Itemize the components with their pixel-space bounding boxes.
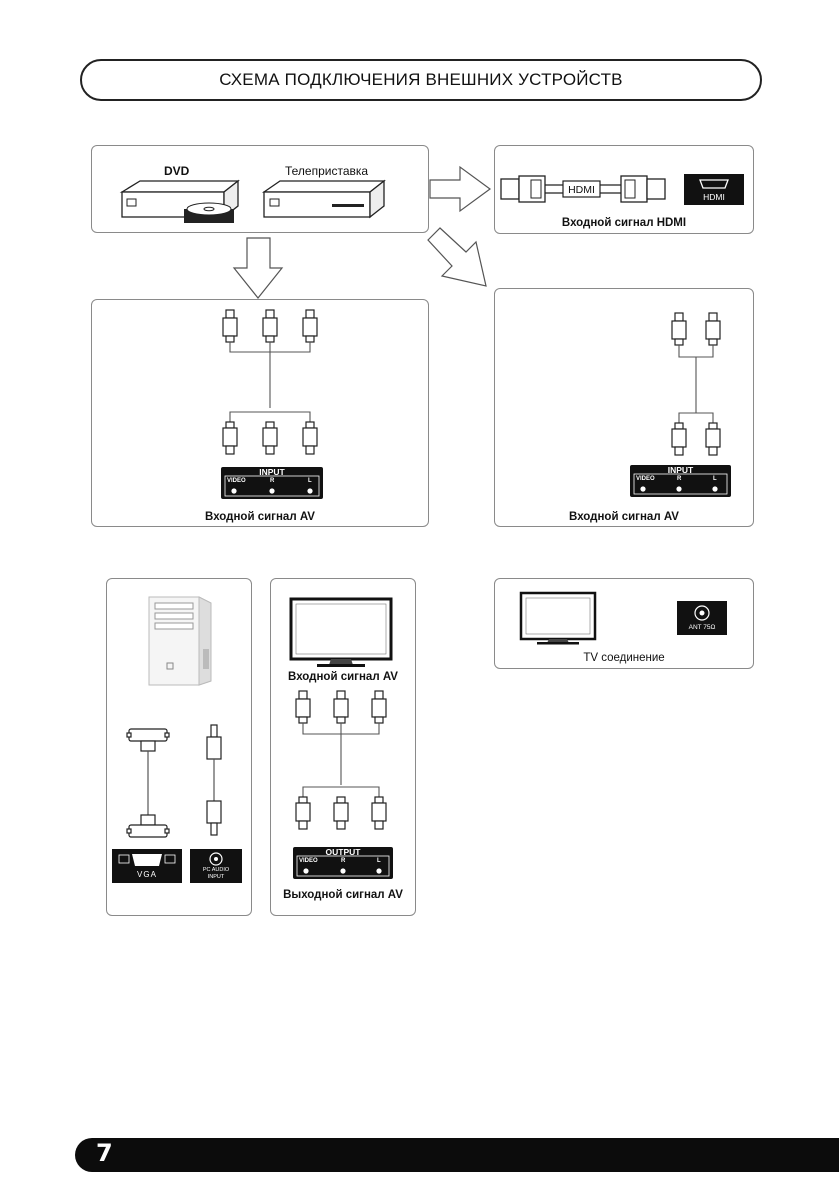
av-out-port-video: VIDEO	[299, 858, 318, 864]
rca-plug-icon	[371, 690, 387, 724]
hdmi-cable-label: HDMI	[568, 184, 595, 196]
rca-plug-icon	[333, 796, 349, 830]
rca-plug-icon	[705, 422, 721, 456]
source-devices-drawing	[119, 179, 386, 223]
rca-plug-icon	[671, 312, 687, 346]
av-input-port-panel	[221, 467, 323, 499]
stb-label: Телеприставка	[285, 164, 369, 178]
page-title: СХЕМА ПОДКЛЮЧЕНИЯ ВНЕШНИХ УСТРОЙСТВ	[80, 59, 762, 101]
vga-port-icon	[112, 849, 182, 883]
tv-antenna-drawing	[519, 591, 727, 645]
hdmi-port-icon	[684, 174, 744, 205]
pc-audio-label: PC AUDIO	[202, 867, 230, 873]
vga-label: VGA	[137, 870, 157, 879]
av-caption-left: Входной сигнал AV	[205, 511, 315, 523]
av-output-title: OUTPUT	[325, 847, 361, 857]
av-out-port-l: L	[377, 858, 381, 864]
vga-cable-icon	[126, 728, 170, 838]
av-cable-drawing-left	[221, 309, 323, 499]
rca-plug-icon	[302, 309, 318, 343]
page-number: 7	[96, 1139, 113, 1167]
arrow-diagonal-icon	[427, 227, 487, 287]
rca-plug-icon	[262, 309, 278, 343]
tv-icon	[519, 591, 597, 645]
rca-plug-icon	[262, 421, 278, 455]
tv-antenna-panel: ANT 75Ω TV соединение	[494, 578, 754, 669]
page-title-text: СХЕМА ПОДКЛЮЧЕНИЯ ВНЕШНИХ УСТРОЙСТВ	[219, 70, 623, 89]
rca-plug-icon	[705, 312, 721, 346]
av-output-drawing	[289, 597, 393, 879]
rca-plug-icon	[222, 421, 238, 455]
av-output-panel: Входной сигнал AV OUTPUT VIDEO R L Выход…	[270, 578, 416, 916]
rca-plug-icon	[333, 690, 349, 724]
av-out-port-r: R	[341, 858, 346, 864]
dvd-player-icon	[119, 179, 240, 223]
av-output-top-caption: Входной сигнал AV	[288, 671, 398, 683]
av-port-video-right: VIDEO	[636, 476, 655, 482]
audio-cable-icon	[206, 724, 222, 836]
av-port-l-right: L	[713, 476, 717, 482]
hdmi-drawing: HDMI HDMI	[500, 174, 744, 205]
rca-plug-icon	[671, 422, 687, 456]
footer-bar	[75, 1138, 839, 1172]
pc-drawing	[112, 596, 242, 883]
rca-plug-icon	[295, 796, 311, 830]
rca-plug-icon	[371, 796, 387, 830]
rca-plug-icon	[302, 421, 318, 455]
hdmi-panel: HDMI HDMI Входной сигнал HDMI	[494, 145, 754, 234]
antenna-port-icon	[677, 601, 727, 635]
rca-plug-icon	[222, 309, 238, 343]
source-devices-panel: DVD Телеприставка	[91, 145, 429, 233]
tv-icon	[289, 597, 393, 667]
hdmi-port-label: HDMI	[703, 192, 725, 202]
arrow-down-icon	[232, 237, 284, 299]
set-top-box-icon	[261, 179, 386, 219]
av-caption-right: Входной сигнал AV	[569, 511, 679, 523]
av-output-port-panel	[293, 847, 393, 879]
av-port-video-left: VIDEO	[227, 478, 246, 484]
pc-panel: VGA PC AUDIO INPUT	[106, 578, 252, 916]
av-input-panel-right: INPUT VIDEO R L Входной сигнал AV	[494, 288, 754, 527]
av-port-r-right: R	[677, 476, 682, 482]
av-input-panel-left: INPUT VIDEO R L Входной сигнал AV	[91, 299, 429, 527]
arrow-right-icon	[429, 165, 492, 213]
pc-audio-input-label: INPUT	[207, 874, 225, 880]
pc-audio-port-icon	[190, 849, 242, 883]
av-output-caption: Выходной сигнал AV	[283, 889, 403, 901]
av-input-port-panel	[630, 465, 731, 497]
rca-plug-icon	[295, 690, 311, 724]
hdmi-caption: Входной сигнал HDMI	[561, 217, 687, 229]
dvd-label: DVD	[164, 164, 190, 178]
pc-tower-icon	[148, 596, 212, 686]
tv-caption: TV соединение	[583, 652, 665, 664]
av-input-title-right: INPUT	[667, 465, 694, 475]
ant-label: ANT 75Ω	[688, 624, 716, 631]
hdmi-cable-icon	[500, 175, 666, 203]
av-port-l-left: L	[308, 478, 312, 484]
av-port-r-left: R	[270, 478, 275, 484]
av-cable-drawing-right	[630, 312, 731, 497]
av-input-title-left: INPUT	[259, 467, 285, 477]
flow-arrows	[232, 165, 492, 299]
